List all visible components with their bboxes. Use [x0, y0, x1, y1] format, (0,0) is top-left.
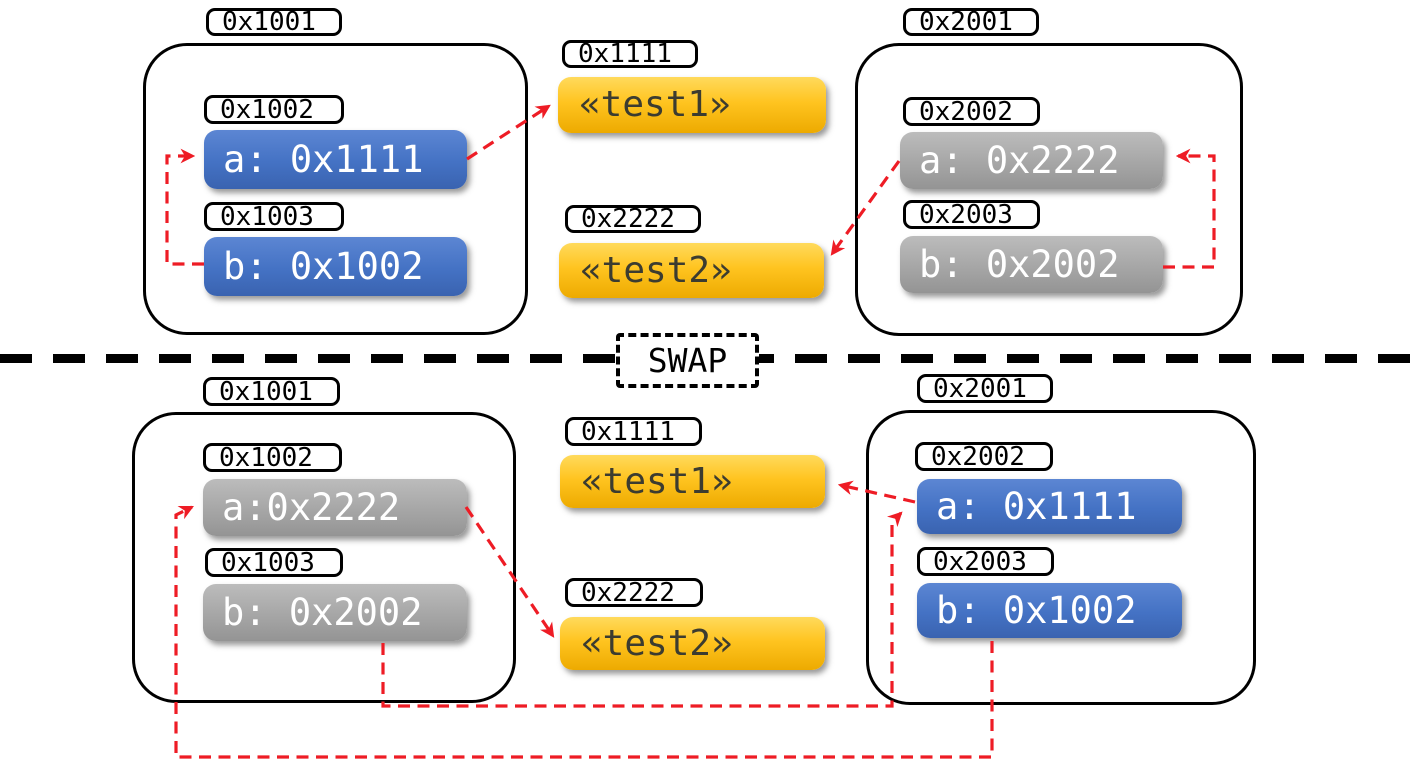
var-box-b-bottom-right: b: 0x1002 — [917, 583, 1182, 638]
address-tag-0x2003-top: 0x2003 — [903, 200, 1040, 229]
var-box-b-bottom-left: b: 0x2002 — [203, 584, 467, 641]
address-tag-0x2222-bottom: 0x2222 — [565, 578, 703, 607]
address-tag-0x1003-top: 0x1003 — [204, 202, 344, 231]
heap-box-test1-bottom: «test1» — [560, 455, 825, 508]
var-box-a-top-right: a: 0x2222 — [900, 132, 1163, 189]
address-tag-frame-0x1001-top: 0x1001 — [206, 8, 342, 36]
address-tag-frame-0x2001-bottom: 0x2001 — [917, 374, 1053, 403]
address-tag-frame-0x2001-top: 0x2001 — [903, 8, 1039, 36]
address-tag-0x2002-bottom: 0x2002 — [915, 442, 1053, 471]
var-box-a-bottom-right: a: 0x1111 — [917, 479, 1182, 534]
address-tag-0x2002-top: 0x2002 — [903, 97, 1040, 126]
var-box-b-top-right: b: 0x2002 — [900, 236, 1163, 293]
var-box-a-bottom-left: a:0x2222 — [203, 479, 467, 536]
heap-box-test1-top: «test1» — [558, 77, 826, 133]
heap-box-test2-bottom: «test2» — [560, 617, 825, 670]
swap-label-box: SWAP — [616, 333, 759, 388]
address-tag-frame-0x1001-bottom: 0x1001 — [203, 377, 340, 406]
address-tag-0x1111-top: 0x1111 — [562, 40, 698, 68]
var-box-b-top-left: b: 0x1002 — [204, 237, 467, 296]
address-tag-0x2222-top: 0x2222 — [565, 205, 701, 233]
heap-box-test2-top: «test2» — [559, 243, 824, 298]
var-box-a-top-left: a: 0x1111 — [204, 130, 467, 189]
address-tag-0x2003-bottom: 0x2003 — [917, 547, 1054, 576]
address-tag-0x1111-bottom: 0x1111 — [565, 417, 702, 446]
address-tag-0x1003-bottom: 0x1003 — [205, 548, 343, 577]
address-tag-0x1002-top: 0x1002 — [204, 95, 344, 124]
address-tag-0x1002-bottom: 0x1002 — [203, 443, 342, 472]
